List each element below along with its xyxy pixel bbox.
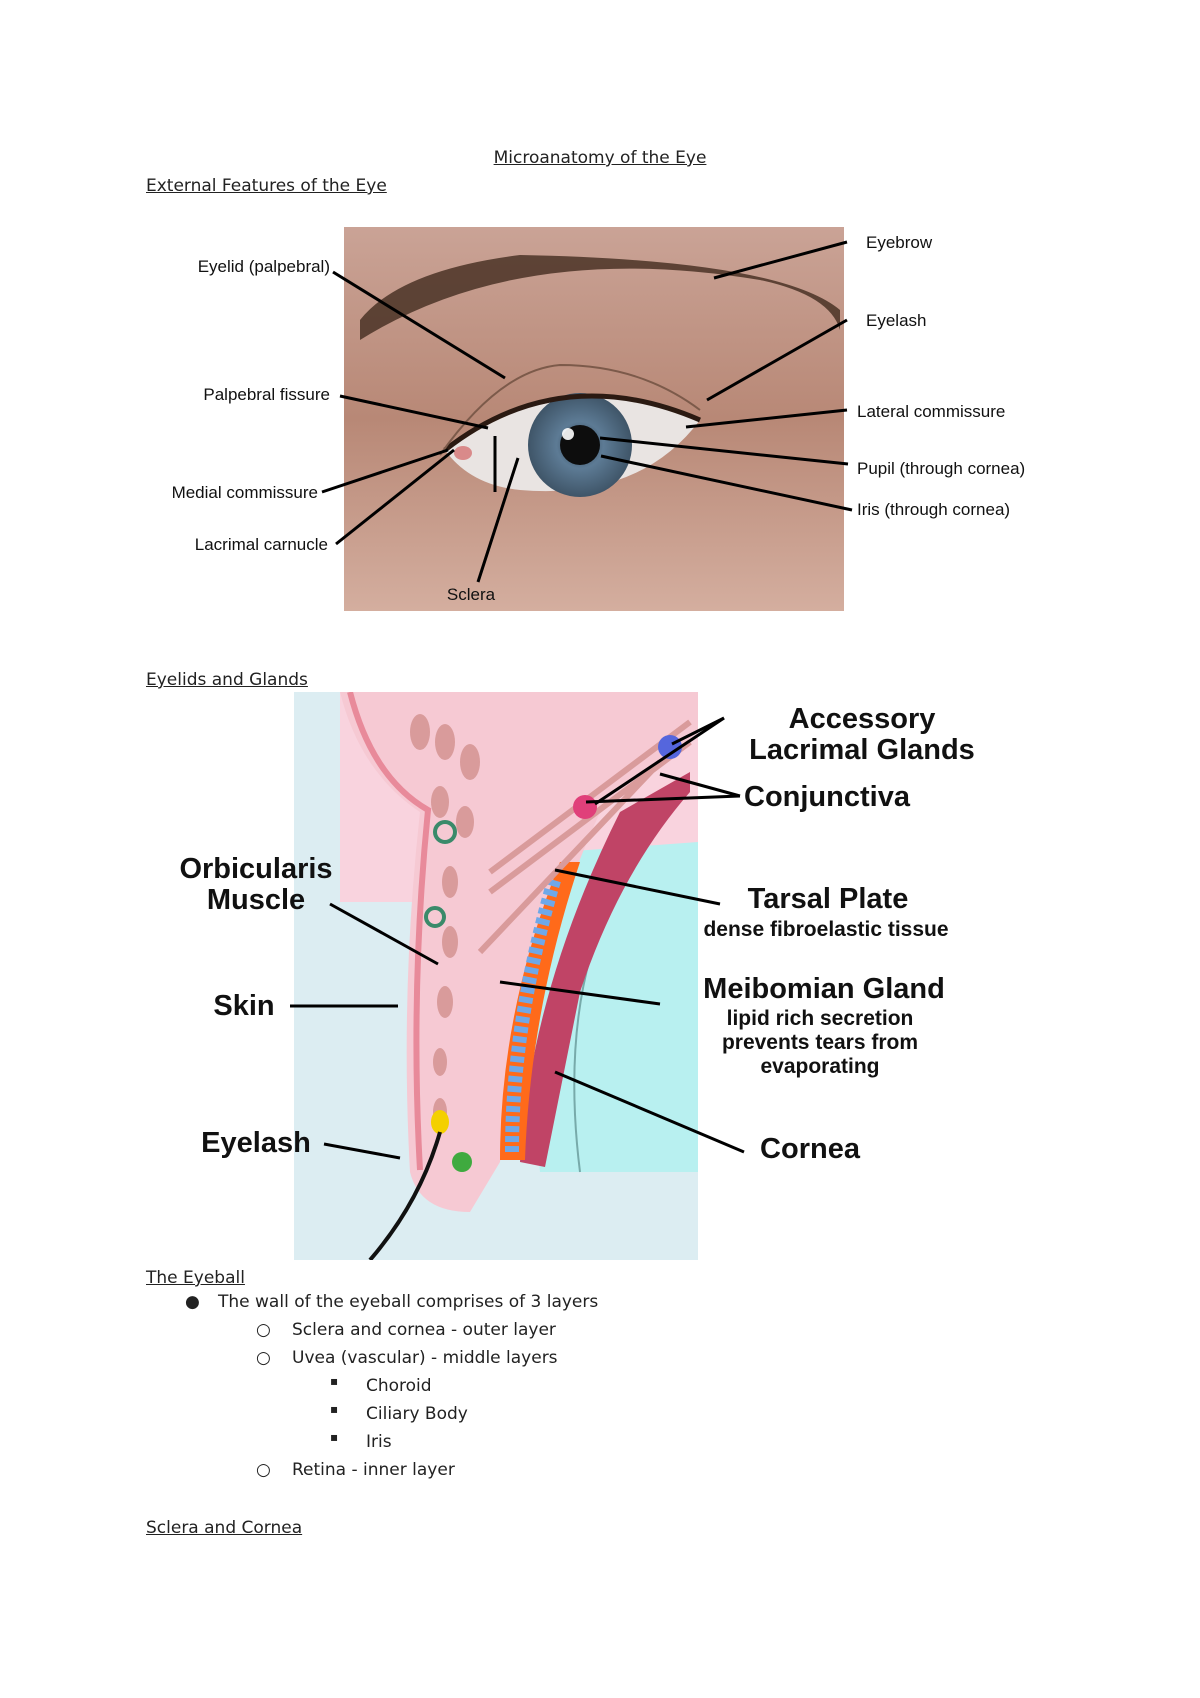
- bullet-disc: ●: [185, 1292, 200, 1312]
- label-skin: Skin: [213, 990, 274, 1022]
- label-eyelid: Eyelid (palpebral): [198, 257, 330, 276]
- list-item: Choroid: [366, 1376, 432, 1396]
- bullet-circle: ○: [256, 1348, 271, 1368]
- label-medial-commissure: Medial commissure: [172, 483, 318, 502]
- section-heading-eyelids: Eyelids and Glands: [146, 670, 308, 690]
- label-tarsal-sub: dense fibroelastic tissue: [703, 918, 948, 941]
- accessory-gland-2: [573, 795, 597, 819]
- label-cornea: Cornea: [760, 1133, 861, 1165]
- label-meibomian-sub-2: prevents tears from: [722, 1031, 918, 1054]
- label-eyelash: Eyelash: [201, 1127, 311, 1159]
- label-iris: Iris (through cornea): [857, 500, 1010, 519]
- lid-leader-lines: [290, 716, 745, 1160]
- page-title: Microanatomy of the Eye: [493, 148, 707, 168]
- eye-leader-lines: [321, 240, 853, 583]
- label-palpebral-fissure: Palpebral fissure: [203, 385, 330, 404]
- bullet-square: ▪: [330, 1374, 339, 1388]
- label-eyebrow: Eyebrow: [866, 233, 933, 252]
- label-orbicularis-2: Muscle: [207, 884, 305, 916]
- list-item: Sclera and cornea - outer layer: [292, 1320, 556, 1340]
- bullet-square: ▪: [330, 1402, 339, 1416]
- tarsal-plate: [500, 862, 580, 1160]
- list-item: Iris: [366, 1432, 392, 1452]
- eyelid-glands-diagram: Accessory Lacrimal Glands Conjunctiva Or…: [179, 692, 975, 1260]
- orbicularis-fibres: [410, 714, 480, 1126]
- section-heading-external: External Features of the Eye: [146, 176, 387, 196]
- list-item: The wall of the eyeball comprises of 3 l…: [218, 1292, 599, 1312]
- upper-lash-line: [443, 393, 701, 452]
- list-item: Ciliary Body: [366, 1404, 468, 1424]
- label-meibomian-sub-3: evaporating: [760, 1055, 879, 1078]
- label-lateral-commissure: Lateral commissure: [857, 402, 1005, 421]
- meibomian-gland-shape: [505, 875, 562, 1153]
- eyelash-shape: [368, 1131, 442, 1260]
- list-item: Uvea (vascular) - middle layers: [292, 1348, 558, 1368]
- label-conjunctiva: Conjunctiva: [744, 781, 911, 813]
- caruncle-shape: [454, 446, 472, 460]
- conjunctiva-layer: [520, 772, 690, 1167]
- label-sclera: Sclera: [447, 585, 496, 604]
- label-eyelash: Eyelash: [866, 311, 926, 330]
- label-meibomian: Meibomian Gland: [703, 973, 945, 1005]
- label-accessory-1: Accessory: [789, 703, 936, 735]
- list-item: Retina - inner layer: [292, 1460, 455, 1480]
- external-eye-diagram: Eyelid (palpebral) Palpebral fissure Med…: [172, 227, 1025, 611]
- bullet-circle: ○: [256, 1320, 271, 1340]
- label-lacrimal-caruncle: Lacrimal carnucle: [195, 535, 328, 554]
- label-accessory-2: Lacrimal Glands: [749, 734, 975, 766]
- eyelid-cross-section: [294, 692, 698, 1260]
- section-heading-sclera: Sclera and Cornea: [146, 1518, 303, 1538]
- eyebrow-shape: [360, 255, 840, 340]
- eyelid-glands-figure: Accessory Lacrimal Glands Conjunctiva Or…: [0, 692, 1200, 1260]
- label-meibomian-sub-1: lipid rich secretion: [727, 1007, 914, 1030]
- label-orbicularis-1: Orbicularis: [179, 853, 332, 885]
- external-eye-figure: Eyelid (palpebral) Palpebral fissure Med…: [0, 200, 1200, 660]
- label-tarsal-plate: Tarsal Plate: [748, 883, 909, 915]
- bullet-square: ▪: [330, 1430, 339, 1444]
- bullet-circle: ○: [256, 1460, 271, 1480]
- label-pupil: Pupil (through cornea): [857, 459, 1025, 478]
- section-heading-eyeball: The Eyeball: [146, 1268, 245, 1288]
